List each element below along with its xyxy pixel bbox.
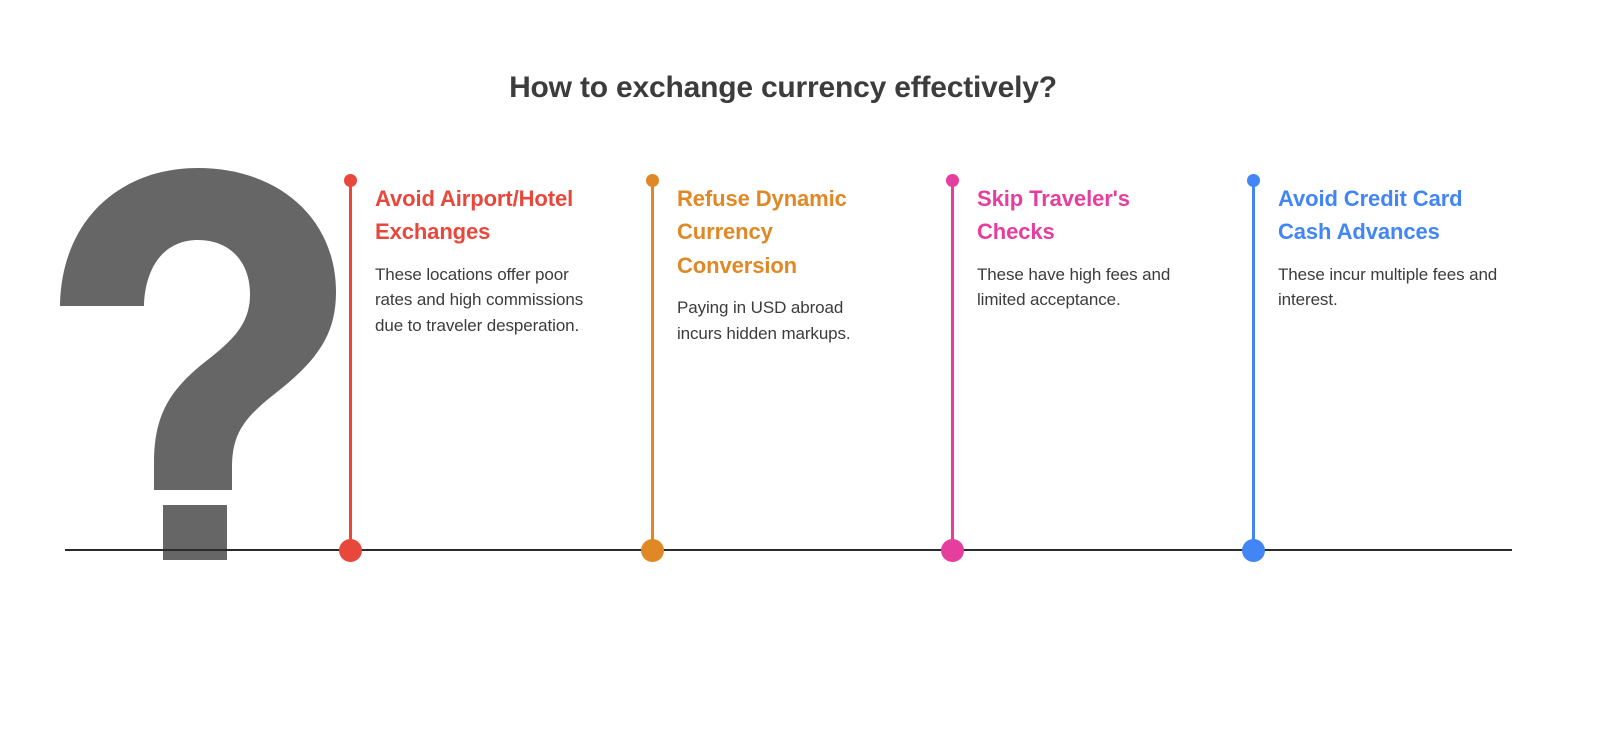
question-mark-icon xyxy=(58,168,338,560)
milestone-4-stem xyxy=(1252,180,1255,550)
milestone-1-text-block: Avoid Airport/Hotel Exchanges These loca… xyxy=(375,182,585,338)
milestone-4-heading: Avoid Credit Card Cash Advances xyxy=(1278,186,1463,245)
milestone-2-body: Paying in USD abroad incurs hidden marku… xyxy=(677,298,851,343)
question-dot-shape xyxy=(163,505,227,560)
question-mark-glyph xyxy=(60,168,336,560)
milestone-3-text-block: Skip Traveler's Checks These have high f… xyxy=(977,182,1202,313)
milestone-3-axis-dot[interactable] xyxy=(941,539,964,562)
milestone-1-body: These locations offer poor rates and hig… xyxy=(375,264,584,335)
timeline-baseline xyxy=(65,549,1512,551)
milestone-2-text-block: Refuse Dynamic Currency Conversion Payin… xyxy=(677,182,892,346)
page-title: How to exchange currency effectively? xyxy=(509,71,1057,104)
milestone-2-stem xyxy=(651,180,654,550)
milestone-4-text-block: Avoid Credit Card Cash Advances These in… xyxy=(1278,182,1508,313)
milestone-1-axis-dot[interactable] xyxy=(339,539,362,562)
milestone-3-stem xyxy=(951,180,954,550)
milestone-3-body: These have high fees and limited accepta… xyxy=(977,264,1171,310)
milestone-3-heading: Skip Traveler's Checks xyxy=(977,186,1130,245)
milestone-4-axis-dot[interactable] xyxy=(1242,539,1265,562)
milestone-4-body: These incur multiple fees and interest. xyxy=(1278,264,1498,310)
milestone-2-heading: Refuse Dynamic Currency Conversion xyxy=(677,186,847,278)
milestone-2-axis-dot[interactable] xyxy=(641,539,664,562)
question-hook-shape xyxy=(60,168,336,490)
milestone-1-heading: Avoid Airport/Hotel Exchanges xyxy=(375,186,574,245)
milestone-1-stem xyxy=(349,180,352,550)
